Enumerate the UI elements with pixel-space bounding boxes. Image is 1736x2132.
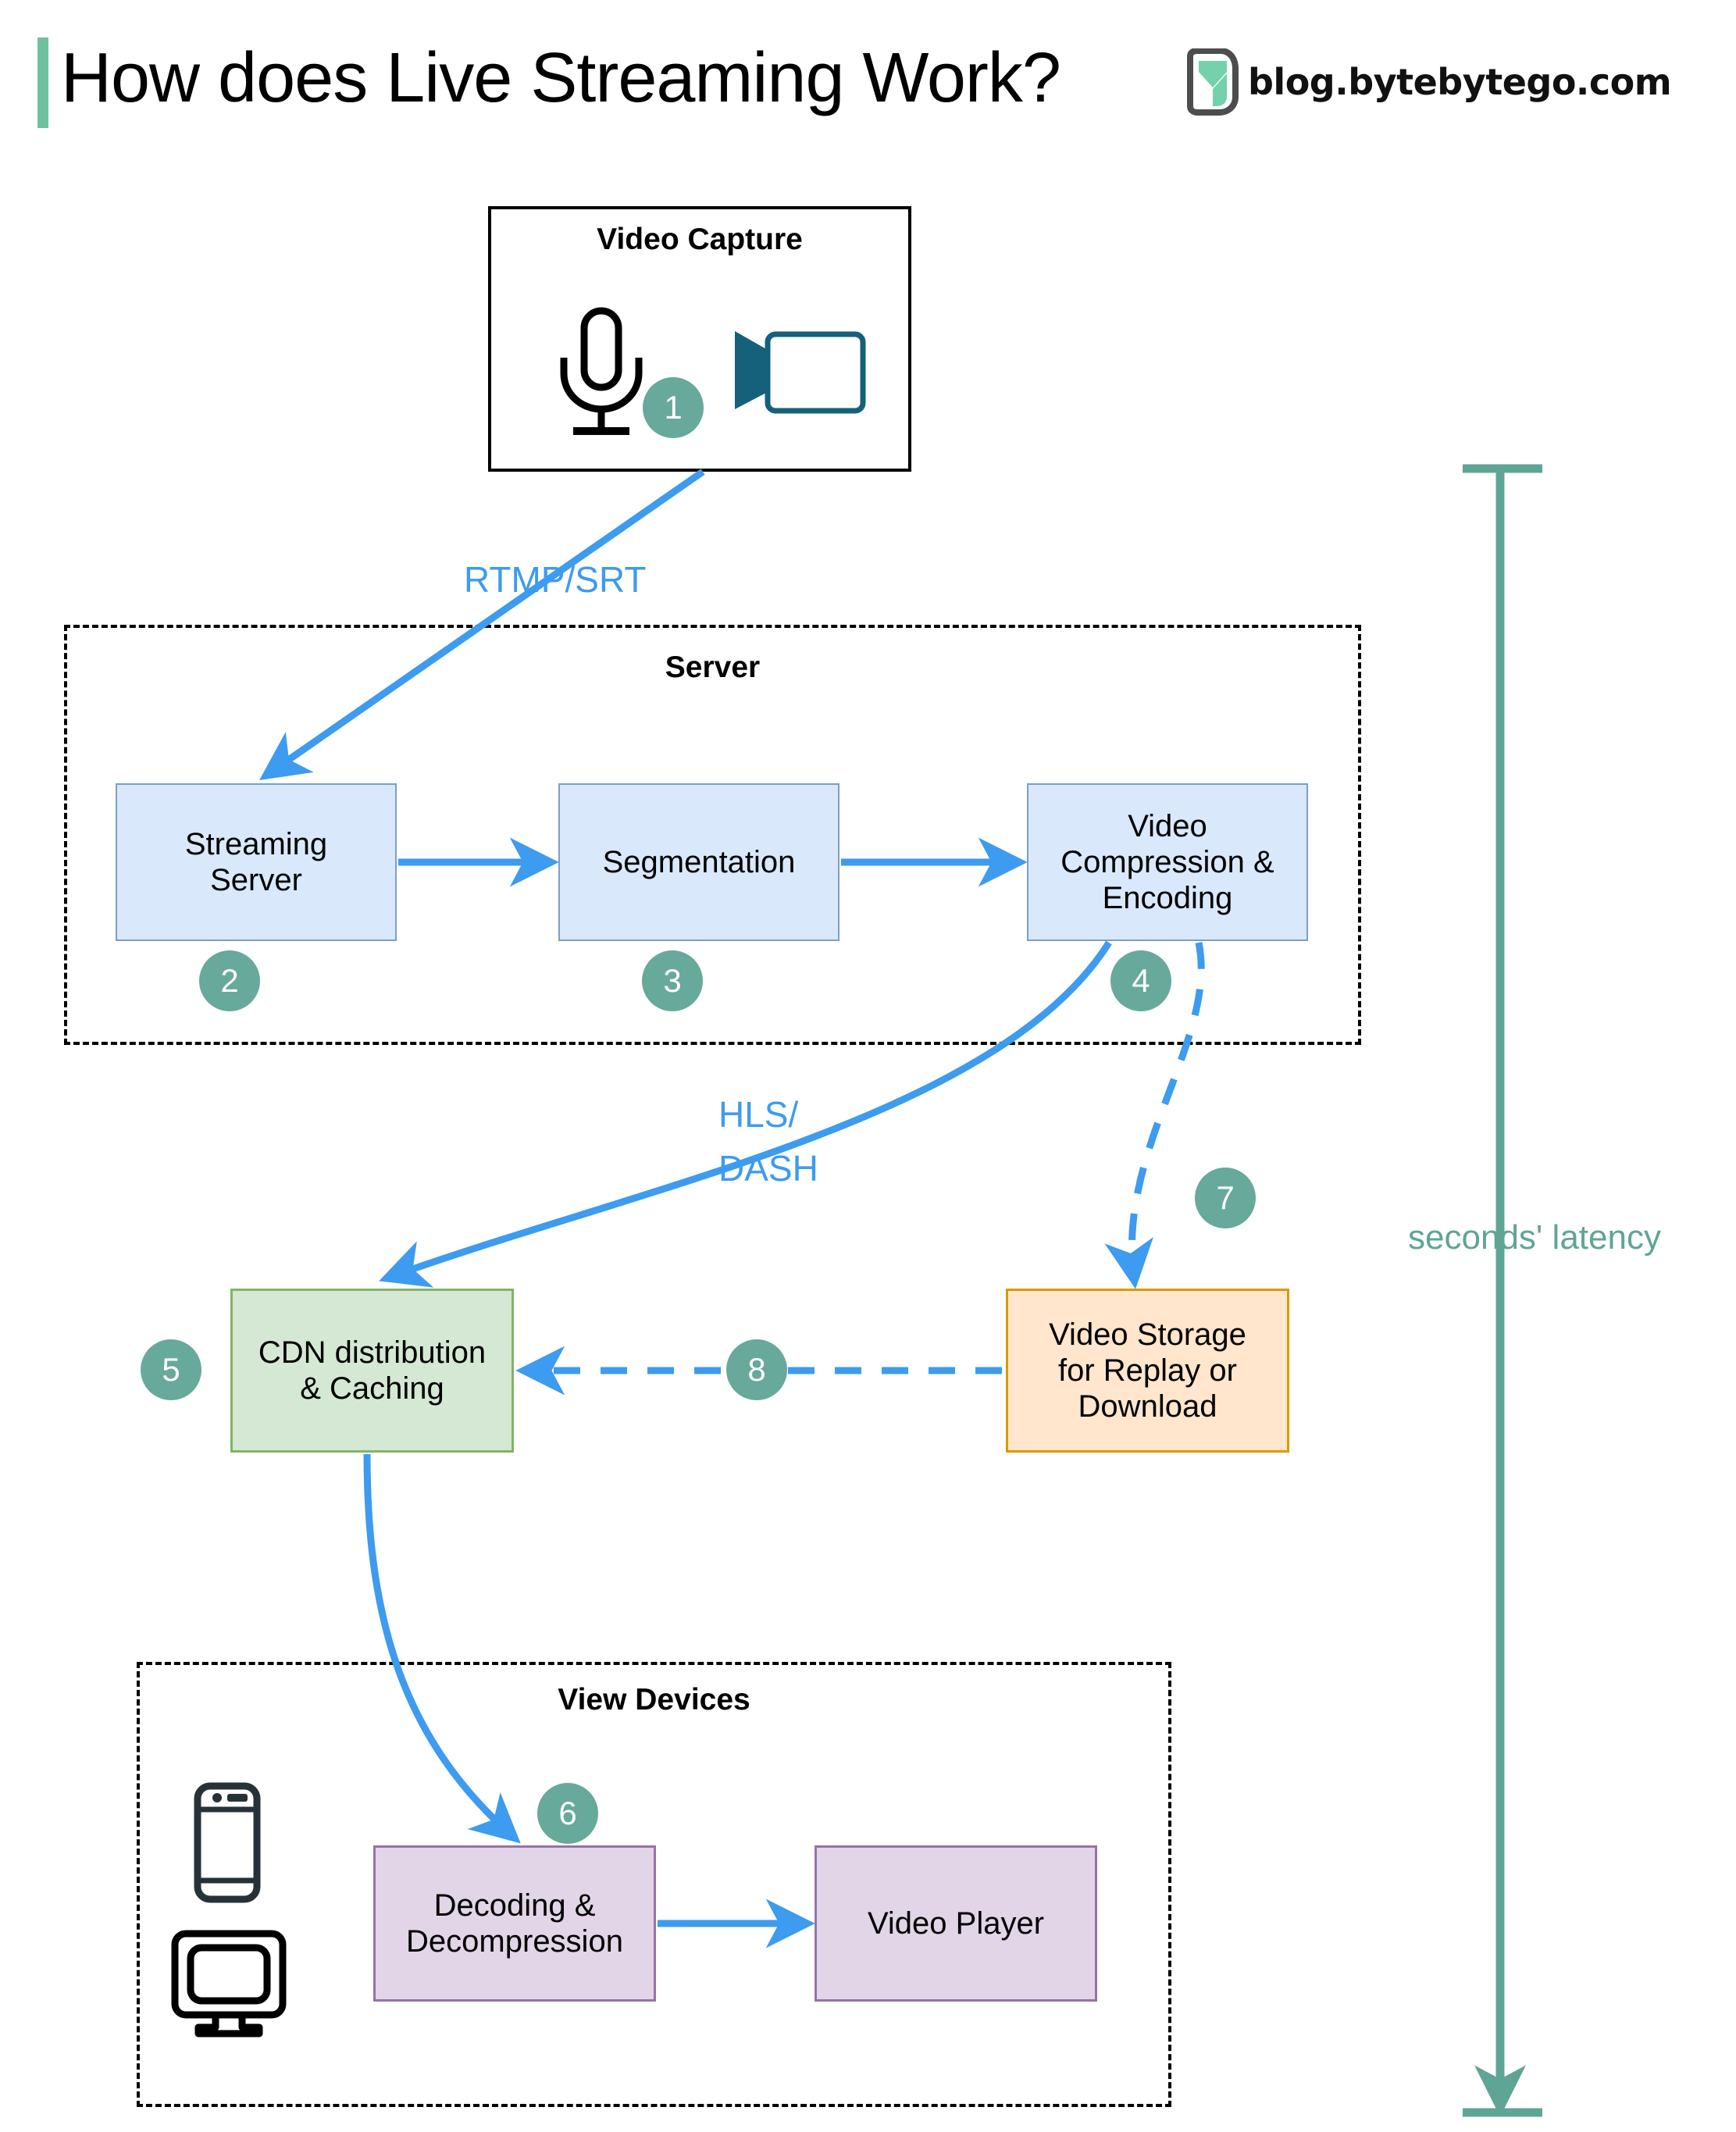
- edge-label-rtmp-srt: RTMP/SRT: [464, 559, 647, 600]
- latency-label: seconds' latency: [1408, 1218, 1661, 1257]
- badge-step-3: 3: [642, 950, 703, 1011]
- node-decoding[interactable]: Decoding & Decompression: [373, 1845, 656, 2002]
- node-label-video-compression: Video Compression & Encoding: [1060, 809, 1274, 915]
- badge-step-5: 5: [141, 1339, 201, 1400]
- brand: blog.bytebytego.com: [1184, 48, 1672, 116]
- node-label-video-storage: Video Storage for Replay or Download: [1049, 1317, 1246, 1424]
- badge-step-1: 1: [643, 377, 704, 438]
- node-segmentation[interactable]: Segmentation: [558, 783, 839, 941]
- node-label-decoding: Decoding & Decompression: [406, 1888, 623, 1959]
- video-camera-icon: [735, 331, 866, 414]
- page-title: How does Live Streaming Work?: [61, 39, 1061, 117]
- badge-step-8: 8: [726, 1339, 787, 1400]
- group-title-view-devices: View Devices: [558, 1683, 750, 1717]
- group-title-video-capture: Video Capture: [597, 223, 803, 256]
- bytebytego-logo-icon: [1187, 48, 1239, 116]
- node-label-cdn: CDN distribution & Caching: [258, 1335, 487, 1406]
- edge-label-hls-line1: HLS/: [718, 1094, 799, 1135]
- node-video-compression[interactable]: Video Compression & Encoding: [1027, 783, 1308, 941]
- badge-step-4: 4: [1110, 950, 1171, 1011]
- group-view-devices: [137, 1662, 1171, 2107]
- node-video-storage[interactable]: Video Storage for Replay or Download: [1006, 1289, 1289, 1453]
- badge-step-2: 2: [199, 950, 260, 1011]
- node-video-player[interactable]: Video Player: [815, 1845, 1097, 2002]
- group-title-server: Server: [665, 651, 761, 684]
- microphone-icon: [560, 307, 643, 435]
- node-label-segmentation: Segmentation: [602, 845, 796, 879]
- phone-icon: [194, 1782, 261, 1903]
- title-accent-bar: [37, 37, 48, 128]
- header: How does Live Streaming Work? blog.byteb…: [0, 0, 1736, 156]
- badge-step-7: 7: [1195, 1168, 1256, 1228]
- badge-step-6: 6: [537, 1783, 598, 1844]
- node-streaming-server[interactable]: Streaming Server: [116, 783, 397, 941]
- edge-label-hls-line2: DASH: [718, 1148, 818, 1189]
- node-label-streaming-server: Streaming Server: [184, 827, 328, 897]
- brand-text: blog.bytebytego.com: [1248, 61, 1672, 103]
- node-cdn[interactable]: CDN distribution & Caching: [230, 1289, 514, 1453]
- node-label-video-player: Video Player: [867, 1906, 1045, 1941]
- monitor-icon: [171, 1930, 287, 2038]
